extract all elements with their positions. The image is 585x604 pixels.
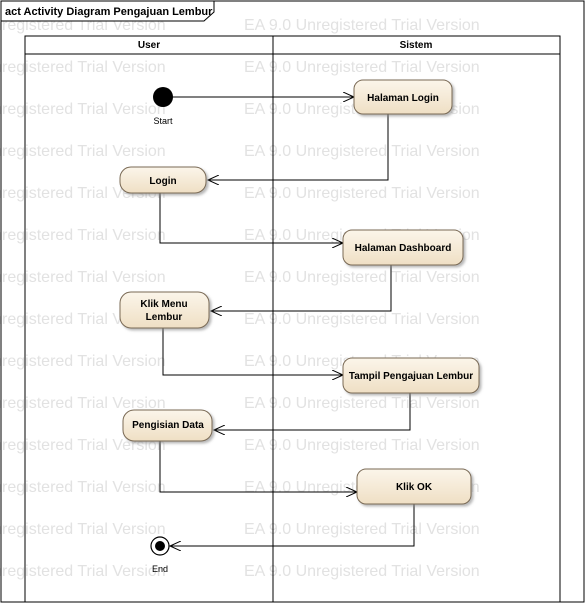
diagram-title: act Activity Diagram Pengajuan Lembur (5, 6, 213, 18)
start-label: Start (153, 116, 173, 126)
watermark-text: EA 9.0 Unregistered Trial Version (0, 353, 166, 370)
control-flows (159, 97, 415, 546)
watermark-text: EA 9.0 Unregistered Trial Version (244, 185, 480, 202)
watermark-text: EA 9.0 Unregistered Trial Version (0, 269, 166, 286)
activity-pengisian-data: Pengisian Data (122, 409, 213, 442)
watermark-text: EA 9.0 Unregistered Trial Version (244, 563, 480, 580)
watermark-text: EA 9.0 Unregistered Trial Version (0, 395, 166, 412)
activity-pengisian-data-label: Pengisian Data (132, 420, 204, 431)
flow-halaman-dashboard-to-klik-menu (211, 265, 392, 311)
activity-klik-ok: Klik OK (356, 468, 472, 505)
watermark-text: EA 9.0 Unregistered Trial Version (0, 59, 166, 76)
activity-halaman-dashboard-label: Halaman Dashboard (355, 243, 452, 254)
activity-klik-ok-label: Klik OK (396, 482, 433, 493)
activity-halaman-dashboard: Halaman Dashboard (342, 229, 464, 266)
end-node-inner (155, 541, 165, 551)
watermark-text: EA 9.0 Unregistered Trial Version (0, 143, 166, 160)
title-tab (0, 0, 215, 22)
end-label: End (152, 564, 168, 574)
activity-login: Login (119, 166, 207, 194)
watermark-text: EA 9.0 Unregistered Trial Version (244, 17, 480, 34)
watermark-text: EA 9.0 Unregistered Trial Version (0, 521, 166, 538)
watermark-text: EA 9.0 Unregistered Trial Version (244, 395, 480, 412)
watermark-text: EA 9.0 Unregistered Trial Version (0, 563, 166, 580)
activity-tampil-pengajuan-label: Tampil Pengajuan Lembur (349, 371, 473, 382)
watermark-text: EA 9.0 Unregistered Trial Version (244, 269, 480, 286)
watermark-text: EA 9.0 Unregistered Trial Version (244, 521, 480, 538)
watermark-layer: EA 9.0 Unregistered Trial Version EA 9.0 … (0, 17, 480, 580)
activity-klik-menu-label-2: Lembur (146, 312, 183, 323)
activity-login-label: Login (149, 176, 176, 187)
watermark-text: EA 9.0 Unregistered Trial Version (244, 59, 480, 76)
flow-klik-ok-to-end (170, 504, 415, 546)
flow-klik-menu-to-tampil-pengajuan (162, 328, 343, 375)
watermark-text: EA 9.0 Unregistered Trial Version (244, 437, 480, 454)
lane-sistem-header: Sistem (400, 40, 433, 51)
flow-pengisian-data-to-klik-ok (159, 441, 357, 492)
watermark-text: EA 9.0 Unregistered Trial Version (0, 479, 166, 496)
watermark-text: EA 9.0 Unregistered Trial Version (244, 311, 480, 328)
flow-tampil-pengajuan-to-pengisian-data (214, 393, 411, 430)
start-node (153, 87, 173, 107)
lane-user-header: User (138, 40, 160, 51)
activity-klik-menu-lembur: Klik Menu Lembur (119, 291, 210, 329)
activity-klik-menu-label-1: Klik Menu (140, 299, 187, 310)
activity-tampil-pengajuan-lembur: Tampil Pengajuan Lembur (342, 357, 480, 394)
activity-halaman-login-label: Halaman Login (367, 93, 439, 104)
watermark-text: EA 9.0 Unregistered Trial Version (244, 143, 480, 160)
swimlane-frame (24, 35, 561, 603)
flow-halaman-login-to-login (208, 114, 389, 180)
watermark-text: EA 9.0 Unregistered Trial Version (0, 437, 166, 454)
watermark-text: EA 9.0 Unregistered Trial Version (0, 227, 166, 244)
activity-halaman-login: Halaman Login (353, 79, 453, 115)
watermark-text: EA 9.0 Unregistered Trial Version (0, 101, 166, 118)
flow-login-to-halaman-dashboard (159, 193, 343, 243)
